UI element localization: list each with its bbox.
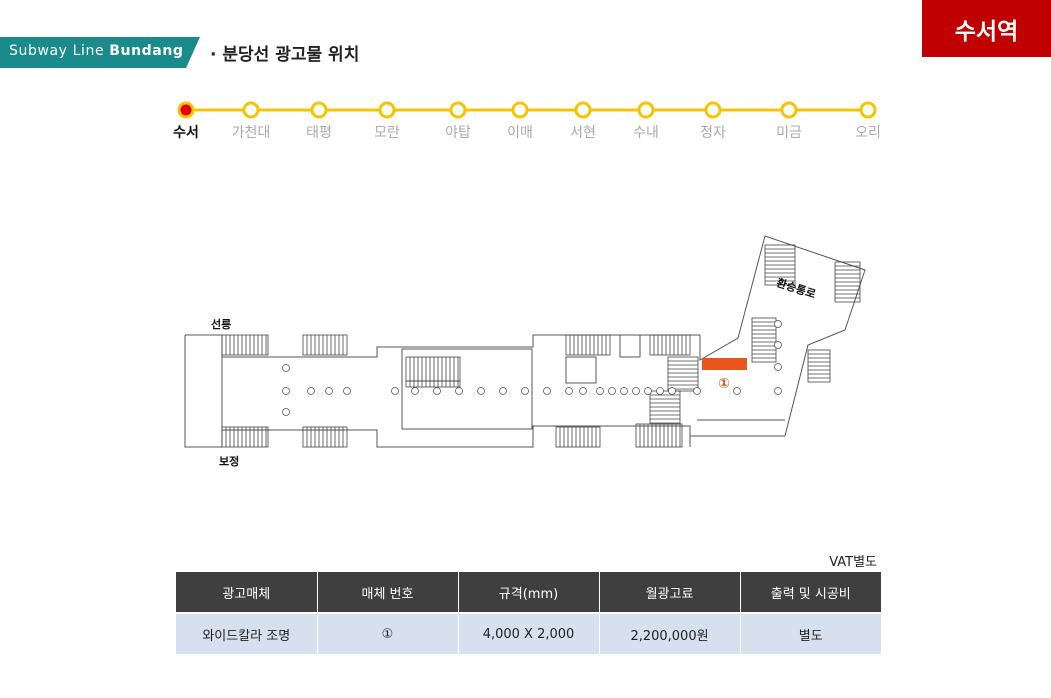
station-badge: 수서역 [922, 0, 1051, 57]
station-label: 태평 [306, 125, 332, 141]
columns [282, 320, 782, 416]
plan-block-right [565, 356, 597, 384]
col-header-size: 규격(mm) [458, 572, 600, 613]
station-stop-0 [177, 101, 195, 119]
station-label: 가천대 [231, 125, 271, 141]
station-label: 수서 [173, 125, 199, 141]
table-header-row: 광고매체 매체 번호 규격(mm) 월광고료 출력 및 시공비 [176, 572, 881, 613]
station-stop-8 [704, 101, 722, 119]
stairs [221, 244, 861, 448]
cell-fee: 2,200,000원 [599, 612, 741, 654]
station-label: 오리 [855, 125, 881, 141]
ad-spec-table: 광고매체 매체 번호 규격(mm) 월광고료 출력 및 시공비 와이드칼라 조명… [176, 572, 881, 654]
col-header-media: 광고매체 [176, 572, 318, 613]
plan-transfer-corridor [690, 235, 866, 437]
station-stop-9 [780, 101, 798, 119]
vat-note: VAT별도 [829, 555, 877, 570]
line-tag: Subway Line Bundang [0, 37, 200, 68]
cell-install: 별도 [740, 612, 881, 654]
cell-size: 4,000 X 2,000 [458, 612, 600, 654]
station-stop-4 [449, 101, 467, 119]
col-header-number: 매체 번호 [317, 572, 459, 613]
station-stop-2 [310, 101, 328, 119]
line-tag-text: Subway Line Bundang [9, 43, 184, 59]
station-label: 정자 [700, 125, 726, 141]
ad-location-number: ① [718, 376, 730, 392]
station-label: 이매 [507, 125, 533, 141]
cell-number: ① [317, 612, 459, 654]
plan-label-top: 선릉 [211, 318, 232, 331]
line-tag-shape [0, 37, 200, 68]
station-stop-10 [859, 101, 877, 119]
line-tag-name: Bundang [109, 43, 184, 59]
station-label: 미금 [776, 125, 802, 141]
station-stop-6 [574, 101, 592, 119]
col-header-install: 출력 및 시공비 [740, 572, 881, 613]
plan-small-room [619, 334, 641, 358]
station-stop-7 [637, 101, 655, 119]
plan-wall-bottom [184, 335, 691, 448]
station-stop-5 [511, 101, 529, 119]
line-tag-prefix: Subway Line [9, 43, 105, 59]
station-label: 서현 [570, 125, 596, 141]
ad-location-marker [702, 358, 747, 370]
table-row: 와이드칼라 조명 ① 4,000 X 2,000 2,200,000원 별도 [176, 612, 881, 654]
plan-label-bottom: 보정 [219, 455, 240, 468]
cell-media: 와이드칼라 조명 [176, 612, 318, 654]
page-title: · 분당선 광고물 위치 [210, 45, 360, 65]
col-header-fee: 월광고료 [599, 572, 741, 613]
station-stop-3 [378, 101, 396, 119]
plan-center-block [401, 348, 533, 430]
station-label: 수내 [633, 125, 659, 141]
plan-label-transfer: 환승통로 [775, 275, 818, 301]
station-label: 모란 [374, 125, 400, 141]
station-label: 야탑 [445, 125, 471, 141]
station-stop-1 [242, 101, 260, 119]
